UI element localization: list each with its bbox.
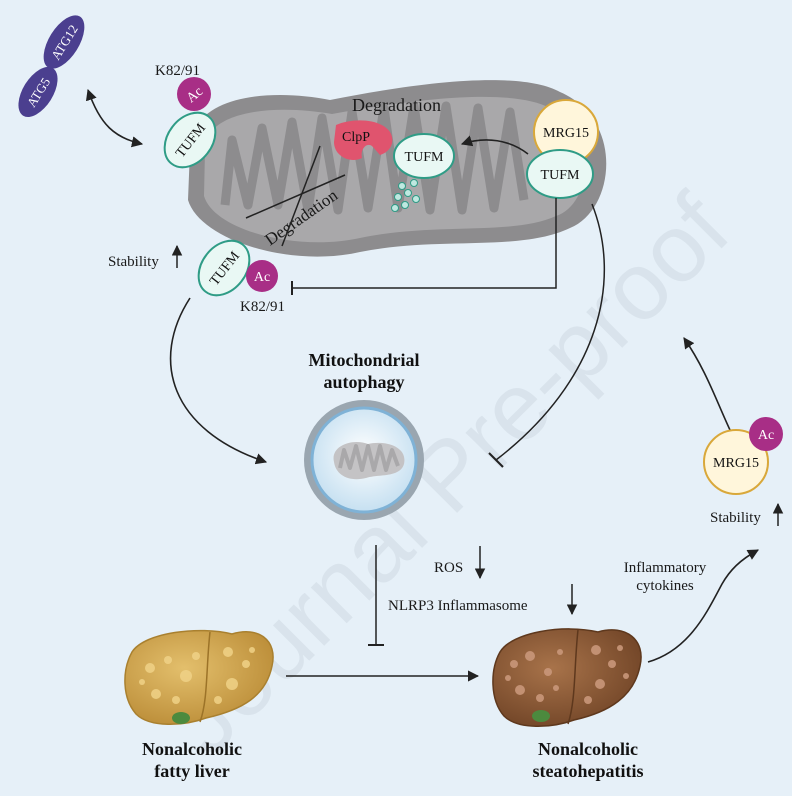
nlrp3-label: NLRP3 Inflammasome [388, 598, 528, 614]
stability-left-label: Stability [108, 254, 159, 270]
tufm-autophagy-arrow [169, 297, 268, 465]
ac-right-label: Ac [758, 428, 774, 443]
tufm-inhibit-autophagy [495, 203, 606, 461]
nash-label-2: steatohepatitis [533, 761, 644, 781]
clpp-label: ClpP [342, 130, 370, 145]
atg-complex: ATG5 ATG12 [18, 15, 85, 118]
tufm-bottom-left: TUFM [197, 239, 251, 297]
atg12-protein [43, 15, 85, 69]
ros-label: ROS [434, 560, 463, 576]
tufm-mito-label: TUFM [405, 150, 444, 165]
nafl-label-1: Nonalcoholic [142, 739, 242, 759]
mitochondrion [188, 80, 607, 257]
tufm-top-left: TUFM [163, 111, 217, 169]
mito-autophagy-label-1: Mitochondrial [309, 350, 420, 370]
ac-right: Ac [749, 417, 783, 451]
mito-autophagy-label-2: autophagy [323, 372, 404, 392]
mrg15-right: MRG15 [703, 429, 769, 495]
ac-top-left: Ac [177, 77, 211, 111]
autophagosome [304, 400, 424, 520]
inflammatory-label-1: Inflammatory [624, 560, 707, 576]
tufm-mito: TUFM [393, 133, 455, 179]
inhibit-bar-2 [488, 452, 504, 468]
fatty-liver-image [124, 629, 274, 725]
ac-bottom-left-label: Ac [254, 270, 270, 285]
nash-label-1: Nonalcoholic [538, 739, 638, 759]
atg-tufm-arrow [85, 88, 144, 148]
k8291-bottom-label: K82/91 [240, 299, 285, 315]
k8291-top-label: K82/91 [155, 63, 200, 79]
cytokines-arrow [647, 549, 759, 663]
degradation-label: Degradation [352, 95, 441, 115]
stability-right-label: Stability [710, 510, 761, 526]
mrg15-up-arrow [683, 337, 731, 431]
degraded-fragments [391, 179, 420, 212]
inflammatory-label-2: cytokines [636, 578, 694, 594]
mrg15-inhibit-line [292, 198, 557, 289]
mrg15-top-label: MRG15 [543, 126, 589, 141]
nafl-label-2: fatty liver [154, 761, 229, 781]
clpp-protease: ClpP [334, 120, 393, 161]
tufm-right: TUFM [526, 149, 594, 199]
mrg15-degrade-arrow [460, 135, 529, 155]
atg5-protein [18, 66, 58, 118]
mrg15-right-label: MRG15 [713, 456, 759, 471]
ac-bottom-left: Ac [246, 260, 278, 292]
tufm-right-label: TUFM [541, 168, 580, 183]
nash-liver-image [492, 628, 642, 727]
